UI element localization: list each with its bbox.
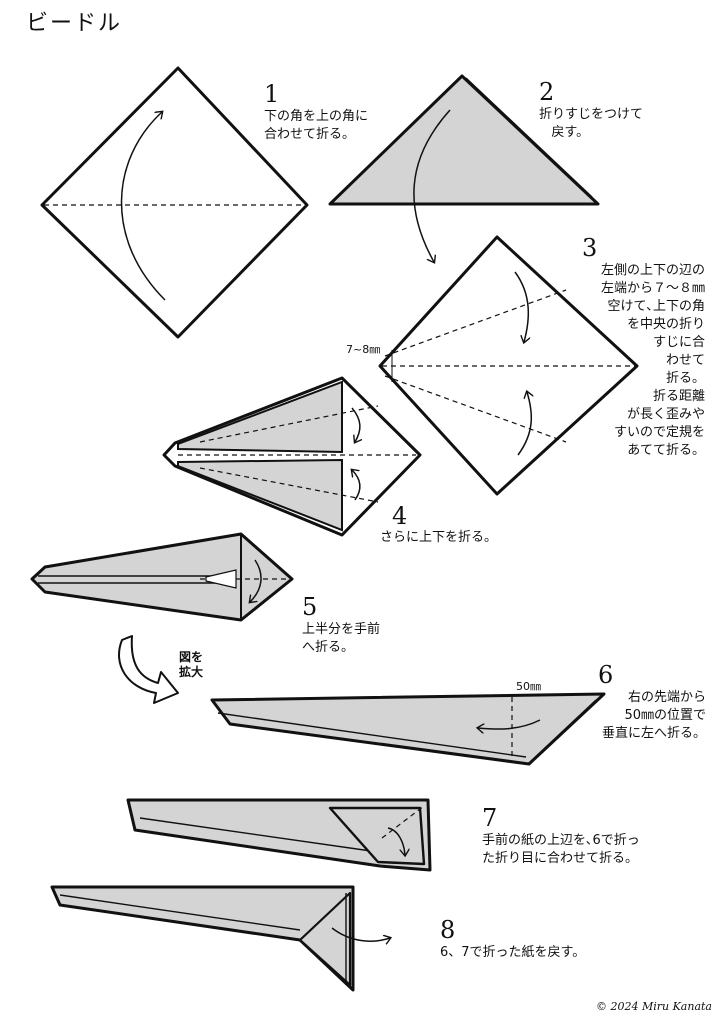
step7-number: 7 — [482, 804, 498, 832]
step2-number: 2 — [539, 78, 555, 106]
step3-number: 3 — [582, 234, 598, 262]
step2-text: 折りすじをつけて 戻す。 — [539, 107, 644, 140]
step4-text: さらに上下を折る。 — [380, 530, 498, 545]
step4-diagram — [162, 376, 422, 537]
step3-gap-label: 7~8㎜ — [346, 343, 381, 356]
copyright: © 2024 Miru Kanata — [595, 1000, 712, 1013]
step5-diagram — [30, 532, 294, 622]
step3-text: 左側の上下の辺の 左端から７～８㎜ 空けて､上下の角 を中央の折り すじに合 わ… — [600, 263, 705, 458]
step6-text: 右の先端から 50㎜の位置で 垂直に左へ折る。 — [601, 690, 706, 741]
step6-diagram — [210, 692, 606, 766]
step4-number: 4 — [392, 502, 408, 530]
zoom-label: 図を 拡大 — [179, 650, 204, 679]
step5-number: 5 — [302, 593, 318, 621]
step6-length-label: 50㎜ — [516, 680, 541, 693]
step5-text: 上半分を手前 へ折る。 — [302, 622, 381, 655]
step7-diagram — [126, 798, 432, 872]
step8-text: 6、7で折った紙を戻す。 — [440, 945, 586, 960]
page-title: ビードル — [26, 11, 123, 36]
zoom-arrow-icon — [118, 635, 179, 704]
step3-diagram — [378, 235, 639, 496]
step6-number: 6 — [598, 661, 614, 689]
step1-diagram — [40, 66, 309, 339]
step8-diagram — [50, 885, 390, 992]
step2-diagram — [328, 74, 600, 262]
step1-number: 1 — [264, 80, 280, 108]
step1-text: 下の角を上の角に 合わせて折る。 — [264, 109, 369, 142]
step7-text: 手前の紙の上辺を､6で折っ た折り目に合わせて折る。 — [482, 833, 640, 866]
step8-number: 8 — [440, 916, 456, 944]
